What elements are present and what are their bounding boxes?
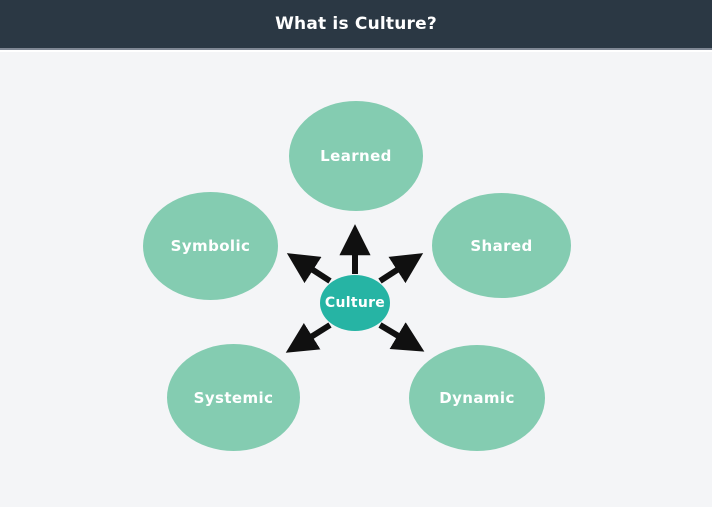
node-learned-label: Learned xyxy=(320,147,392,165)
arrow-to-symbolic xyxy=(286,253,332,284)
node-culture-center: Culture xyxy=(320,275,390,331)
diagram-canvas: Learned Symbolic Shared Systemic Dynamic… xyxy=(0,52,712,507)
node-shared-label: Shared xyxy=(470,236,533,255)
arrow-to-shared xyxy=(378,253,424,284)
node-learned: Learned xyxy=(289,101,423,211)
arrow-to-dynamic xyxy=(378,322,425,352)
node-shared: Shared xyxy=(432,193,571,298)
node-dynamic-label: Dynamic xyxy=(439,389,515,407)
node-systemic: Systemic xyxy=(167,344,300,451)
node-symbolic-label: Symbolic xyxy=(170,237,251,255)
page-title: What is Culture? xyxy=(275,14,437,34)
node-systemic-label: Systemic xyxy=(193,388,274,407)
node-culture-label: Culture xyxy=(324,295,386,311)
node-symbolic: Symbolic xyxy=(143,192,278,300)
node-dynamic: Dynamic xyxy=(409,345,545,451)
arrow-to-systemic xyxy=(285,322,332,353)
title-bar: What is Culture? xyxy=(0,0,712,50)
